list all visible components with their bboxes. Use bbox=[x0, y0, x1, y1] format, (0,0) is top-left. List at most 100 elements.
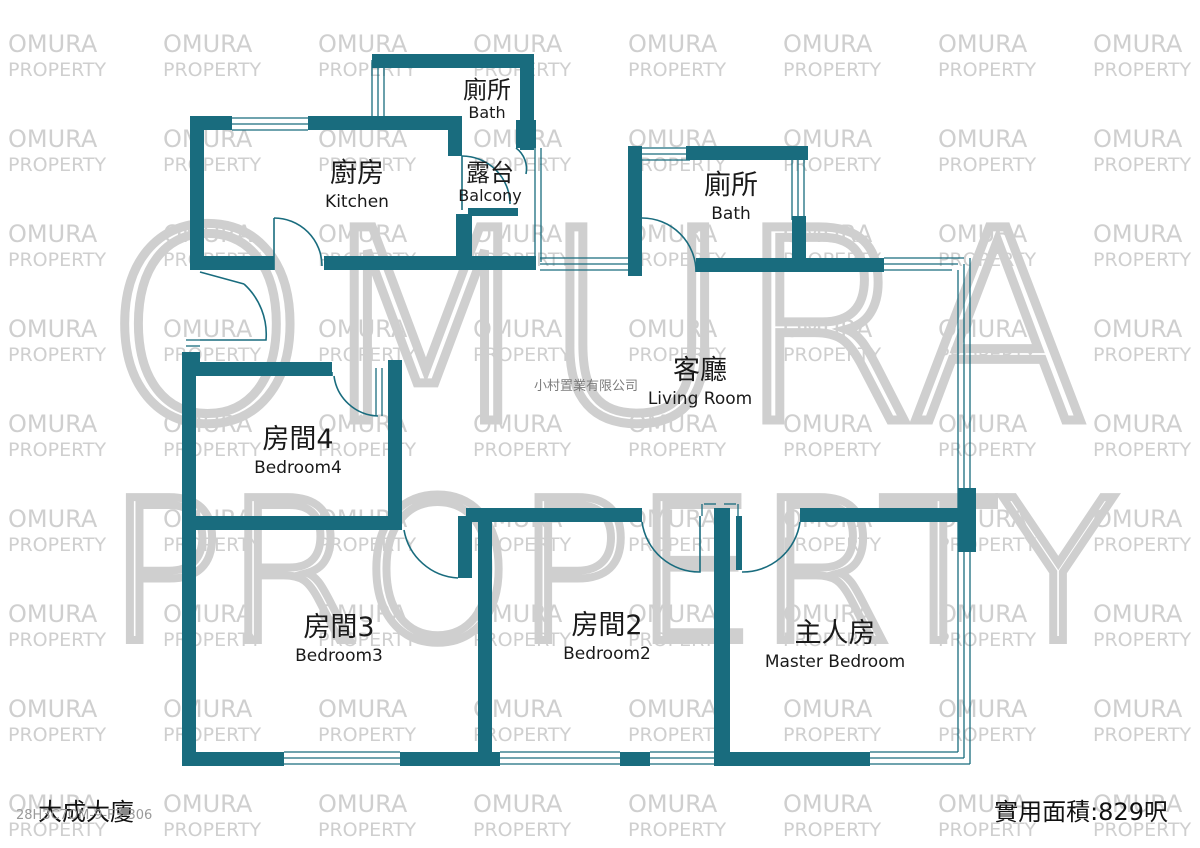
room-label-balcony: 露台 Balcony bbox=[458, 160, 522, 206]
watermark-tile-line2: PROPERTY bbox=[8, 154, 107, 176]
watermark-tile-line1: OMURA bbox=[938, 600, 1028, 628]
watermark-tile-line2: PROPERTY bbox=[783, 819, 882, 841]
watermark-tile-line2: PROPERTY bbox=[783, 534, 882, 556]
watermark-tile-line1: OMURA bbox=[783, 315, 873, 343]
watermark-tile-line2: PROPERTY bbox=[1093, 344, 1192, 366]
watermark-tile-line1: OMURA bbox=[783, 30, 873, 58]
watermark-tile-line1: OMURA bbox=[318, 695, 408, 723]
watermark-tile-line1: OMURA bbox=[8, 410, 98, 438]
watermark-tile-line1: OMURA bbox=[163, 30, 253, 58]
watermark-tile-line2: PROPERTY bbox=[1093, 819, 1192, 841]
room-name-en: Balcony bbox=[458, 186, 522, 206]
watermark-tile-line2: PROPERTY bbox=[318, 819, 417, 841]
watermark-tile-line2: PROPERTY bbox=[938, 59, 1037, 81]
company-stamp: 小村置業有限公司 bbox=[534, 379, 639, 394]
watermark-tile-line2: PROPERTY bbox=[473, 724, 572, 746]
watermark-tile-line1: OMURA bbox=[318, 600, 408, 628]
watermark-tile-line1: OMURA bbox=[163, 790, 253, 818]
watermark-tile-line1: OMURA bbox=[8, 220, 98, 248]
room-name-en: Kitchen bbox=[325, 192, 389, 213]
watermark-tile-line1: OMURA bbox=[628, 790, 718, 818]
watermark-tile-line2: PROPERTY bbox=[8, 344, 107, 366]
watermark-tile-line1: OMURA bbox=[318, 30, 408, 58]
watermark-tile-line2: PROPERTY bbox=[628, 344, 727, 366]
watermark-tile-line2: PROPERTY bbox=[8, 724, 107, 746]
watermark-tile-line2: PROPERTY bbox=[938, 819, 1037, 841]
watermark-tile-line1: OMURA bbox=[163, 315, 253, 343]
watermark-tile-line1: OMURA bbox=[1093, 125, 1183, 153]
watermark-tile-line1: OMURA bbox=[783, 695, 873, 723]
watermark-tile-line2: PROPERTY bbox=[938, 629, 1037, 651]
room-label-living: 客廳 Living Room bbox=[647, 356, 753, 410]
room-name-en: Master Bedroom bbox=[764, 652, 906, 673]
watermark-tile-line1: OMURA bbox=[1093, 30, 1183, 58]
watermark-tile-line1: OMURA bbox=[938, 695, 1028, 723]
watermark-tile-line2: PROPERTY bbox=[1093, 154, 1192, 176]
watermark-tile-line1: OMURA bbox=[628, 600, 718, 628]
room-name-zh: 房間4 bbox=[262, 424, 334, 455]
watermark-tile-line2: PROPERTY bbox=[8, 439, 107, 461]
watermark-tile-line1: OMURA bbox=[8, 600, 98, 628]
room-name-zh: 主人房 bbox=[794, 618, 876, 649]
watermark-tile-line2: PROPERTY bbox=[938, 439, 1037, 461]
watermark-tile-line1: OMURA bbox=[628, 315, 718, 343]
watermark-tile-line1: OMURA bbox=[1093, 790, 1183, 818]
watermark-tile-line2: PROPERTY bbox=[1093, 59, 1192, 81]
watermark-tile-line2: PROPERTY bbox=[938, 724, 1037, 746]
watermark-tile-line2: PROPERTY bbox=[1093, 249, 1192, 271]
watermark-tile-line2: PROPERTY bbox=[473, 154, 572, 176]
watermark-tile-line1: OMURA bbox=[473, 315, 563, 343]
watermark-tile-line2: PROPERTY bbox=[628, 59, 727, 81]
watermark-tile-line2: PROPERTY bbox=[1093, 439, 1192, 461]
watermark-tile-line2: PROPERTY bbox=[473, 819, 572, 841]
room-name-zh: 廁所 bbox=[704, 170, 758, 201]
watermark-tile-line2: PROPERTY bbox=[628, 534, 727, 556]
watermark-tile-line1: OMURA bbox=[163, 695, 253, 723]
watermark-tile-line2: PROPERTY bbox=[628, 629, 727, 651]
watermark-tile-line1: OMURA bbox=[318, 220, 408, 248]
room-label-bedroom3: 房間3 Bedroom3 bbox=[295, 613, 383, 666]
watermark-tile-line1: OMURA bbox=[938, 315, 1028, 343]
watermark-tile-line1: OMURA bbox=[1093, 220, 1183, 248]
watermark-tile-line2: PROPERTY bbox=[938, 154, 1037, 176]
watermark-tile-line1: OMURA bbox=[938, 125, 1028, 153]
watermark-tile-line2: PROPERTY bbox=[1093, 724, 1192, 746]
watermark-tile-line1: OMURA bbox=[473, 30, 563, 58]
watermark-tile-line1: OMURA bbox=[8, 505, 98, 533]
watermark-big-line1: OMURA bbox=[103, 175, 1089, 483]
watermark-big-line2: PROPERTY bbox=[106, 459, 1118, 687]
watermark-tile-line2: PROPERTY bbox=[473, 344, 572, 366]
watermark-tile-line1: OMURA bbox=[8, 125, 98, 153]
room-label-bedroom4: 房間4 Bedroom4 bbox=[254, 424, 342, 478]
watermark-tile-line2: PROPERTY bbox=[8, 629, 107, 651]
door-swings bbox=[199, 147, 801, 579]
room-label-master: 主人房 Master Bedroom bbox=[764, 618, 906, 673]
watermark-tile-line1: OMURA bbox=[8, 790, 98, 818]
watermark-tile-line1: OMURA bbox=[163, 600, 253, 628]
watermark-tile-line2: PROPERTY bbox=[628, 439, 727, 461]
watermark-tile-line1: OMURA bbox=[783, 600, 873, 628]
watermark-tile-line1: OMURA bbox=[1093, 505, 1183, 533]
room-name-zh: 廁所 bbox=[463, 76, 511, 104]
watermark-tile-line1: OMURA bbox=[318, 315, 408, 343]
room-name-en: Living Room bbox=[647, 389, 753, 410]
watermark-tile-line2: PROPERTY bbox=[163, 154, 262, 176]
room-label-bedroom2: 房間2 Bedroom2 bbox=[563, 611, 651, 664]
watermark-tile-line1: OMURA bbox=[8, 315, 98, 343]
watermark-tile-line2: PROPERTY bbox=[938, 344, 1037, 366]
room-label-bath-top: 廁所 Bath bbox=[463, 76, 511, 122]
watermark-tile-line1: OMURA bbox=[628, 695, 718, 723]
walls bbox=[182, 54, 976, 766]
watermark-tile-line1: OMURA bbox=[628, 410, 718, 438]
room-name-zh: 廚房 bbox=[330, 158, 384, 189]
watermark-tile-line2: PROPERTY bbox=[1093, 629, 1192, 651]
watermark-tile-line1: OMURA bbox=[163, 410, 253, 438]
watermark-tile-line2: PROPERTY bbox=[163, 59, 262, 81]
watermark-tile-line2: PROPERTY bbox=[318, 534, 417, 556]
watermark-tile-line1: OMURA bbox=[473, 410, 563, 438]
listing-code: 28H3C7OM-9-F3-306 bbox=[16, 808, 153, 823]
watermark-tile-line1: OMURA bbox=[163, 220, 253, 248]
watermark-tile-line2: PROPERTY bbox=[318, 724, 417, 746]
